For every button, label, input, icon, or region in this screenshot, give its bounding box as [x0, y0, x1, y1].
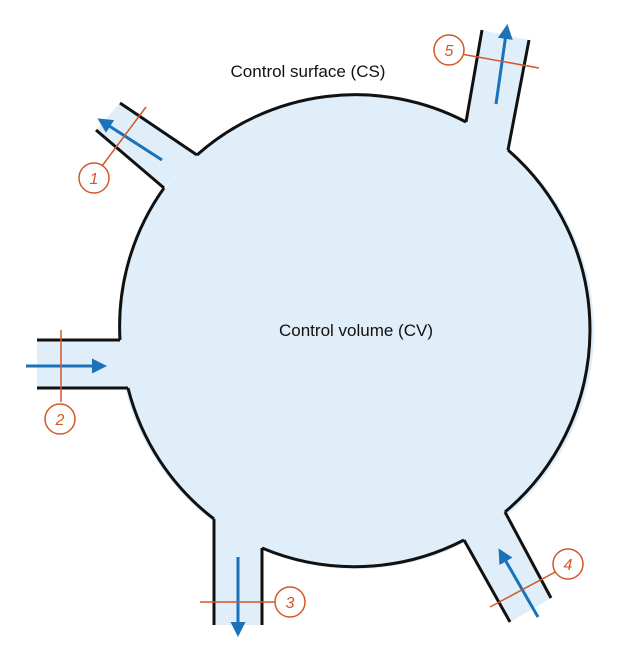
- section-marker-2: 2: [44, 403, 76, 435]
- flow-arrow-1: [97, 118, 163, 162]
- control-surface-label: Control surface (CS): [231, 62, 386, 81]
- cs-arc-right: [504, 148, 592, 514]
- control-surface: [37, 29, 592, 625]
- section-number: 3: [286, 595, 295, 612]
- pipe-1-wall-lower: [95, 128, 165, 190]
- pipe-4-wall-left: [462, 539, 512, 623]
- section-number: 2: [55, 412, 65, 429]
- control-volume-fill: [118, 93, 594, 569]
- section-line-1: [101, 106, 147, 167]
- section-marker-circle: [433, 34, 465, 66]
- section-marker-circle: [552, 548, 584, 580]
- section-marker-circle: [274, 586, 306, 618]
- flow-arrows: [26, 24, 540, 637]
- section-number: 4: [564, 557, 573, 574]
- section-number: 1: [90, 171, 99, 188]
- flow-arrow-5: [494, 24, 513, 105]
- section-line-5: [460, 53, 540, 69]
- pipe-4-wall-right: [503, 511, 553, 599]
- section-line-4: [489, 569, 560, 608]
- section-number: 5: [445, 43, 454, 60]
- pipe-5-wall-left: [464, 29, 484, 123]
- section-lines: [60, 53, 560, 608]
- section-marker-1: 1: [78, 162, 110, 194]
- cs-arc-bottom: [261, 538, 465, 569]
- cs-arc-lower-left: [126, 387, 215, 521]
- section-marker-5: 5: [433, 34, 465, 66]
- section-marker-3: 3: [274, 586, 306, 618]
- flow-arrow-4: [498, 548, 540, 618]
- control-volume-label: Control volume (CV): [279, 321, 433, 340]
- pipe-1-fill: [96, 103, 197, 188]
- cs-arc-upper-left: [118, 187, 166, 341]
- cs-arc-top: [196, 93, 467, 157]
- pipe-1-wall-upper: [119, 101, 198, 157]
- section-marker-circle: [44, 403, 76, 435]
- pipe-5-wall-right: [506, 39, 531, 151]
- section-marker-4: 4: [552, 548, 584, 580]
- pipe-2-fill: [37, 340, 132, 388]
- section-marker-circle: [78, 162, 110, 194]
